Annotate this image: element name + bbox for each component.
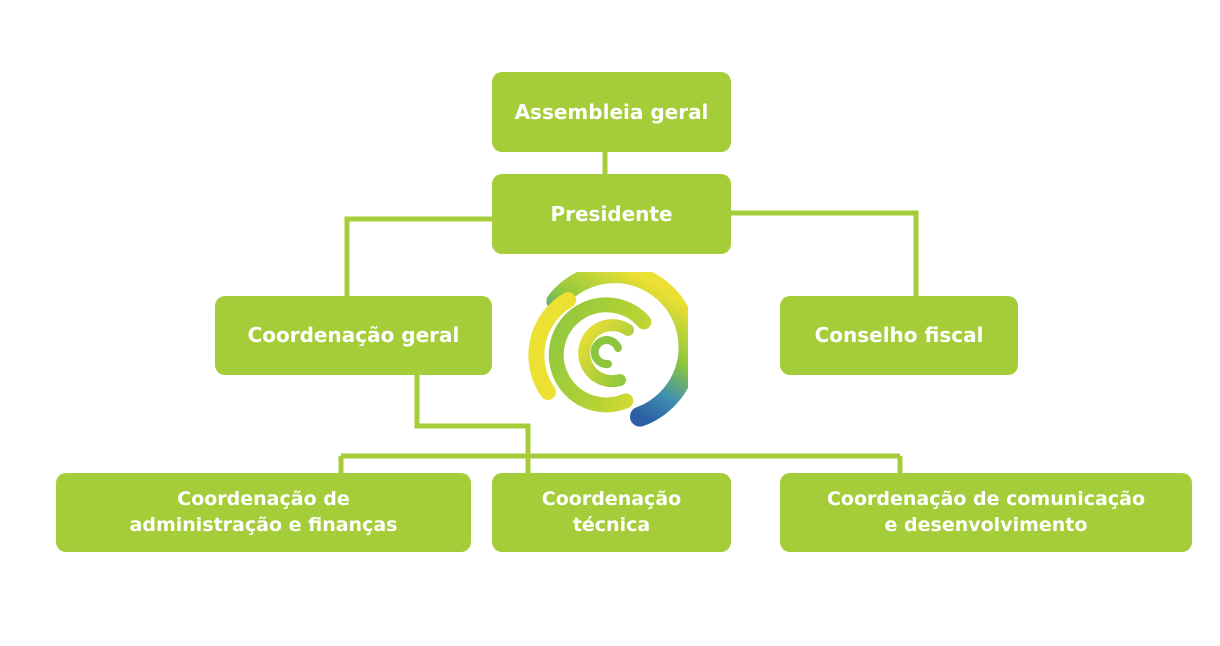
- node-label: Assembleia geral: [514, 99, 709, 124]
- edge-presidente-coordenacao-geral: [344, 216, 492, 296]
- node-coordenacao-tecnica: Coordenação técnica: [492, 473, 731, 552]
- spiral-logo-icon: [528, 272, 688, 427]
- node-label: Coordenação de administração e finanças: [129, 488, 398, 536]
- node-assembleia-geral: Assembleia geral: [492, 72, 731, 152]
- node-label: Coordenação geral: [247, 323, 460, 348]
- node-label: Coordenação de comunicação e desenvolvim…: [826, 488, 1145, 536]
- node-coordenacao-geral: Coordenação geral: [215, 296, 492, 375]
- edge-coordenacao-geral-down: [414, 375, 531, 473]
- edge-presidente-conselho-fiscal: [731, 210, 919, 296]
- node-label: Coordenação técnica: [541, 488, 682, 536]
- node-conselho-fiscal: Conselho fiscal: [780, 296, 1018, 375]
- node-label: Presidente: [550, 201, 673, 226]
- node-presidente: Presidente: [492, 174, 731, 254]
- node-coordenacao-administracao-financas: Coordenação de administração e finanças: [56, 473, 471, 552]
- node-coordenacao-comunicacao-desenvolvimento: Coordenação de comunicação e desenvolvim…: [780, 473, 1192, 552]
- node-label: Conselho fiscal: [814, 323, 984, 348]
